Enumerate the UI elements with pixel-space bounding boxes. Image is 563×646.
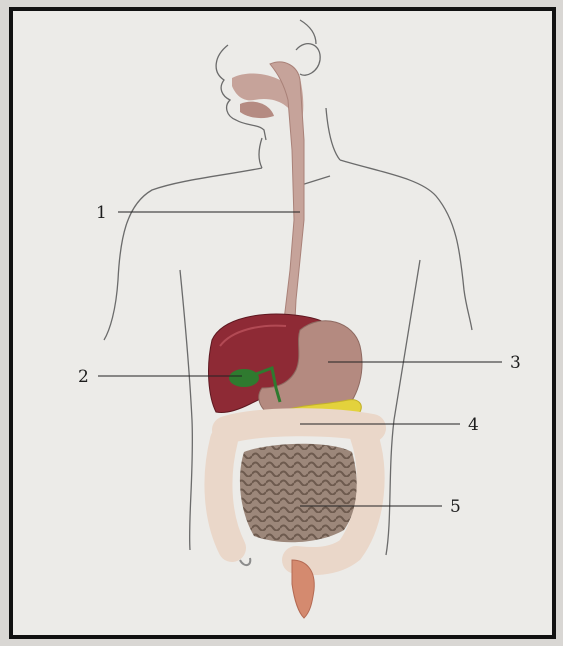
small-intestine <box>240 444 357 543</box>
label-1: 1 <box>96 203 107 223</box>
label-3: 3 <box>510 353 521 373</box>
label-4: 4 <box>468 415 479 435</box>
label-5: 5 <box>450 497 461 517</box>
label-2: 2 <box>78 367 89 387</box>
